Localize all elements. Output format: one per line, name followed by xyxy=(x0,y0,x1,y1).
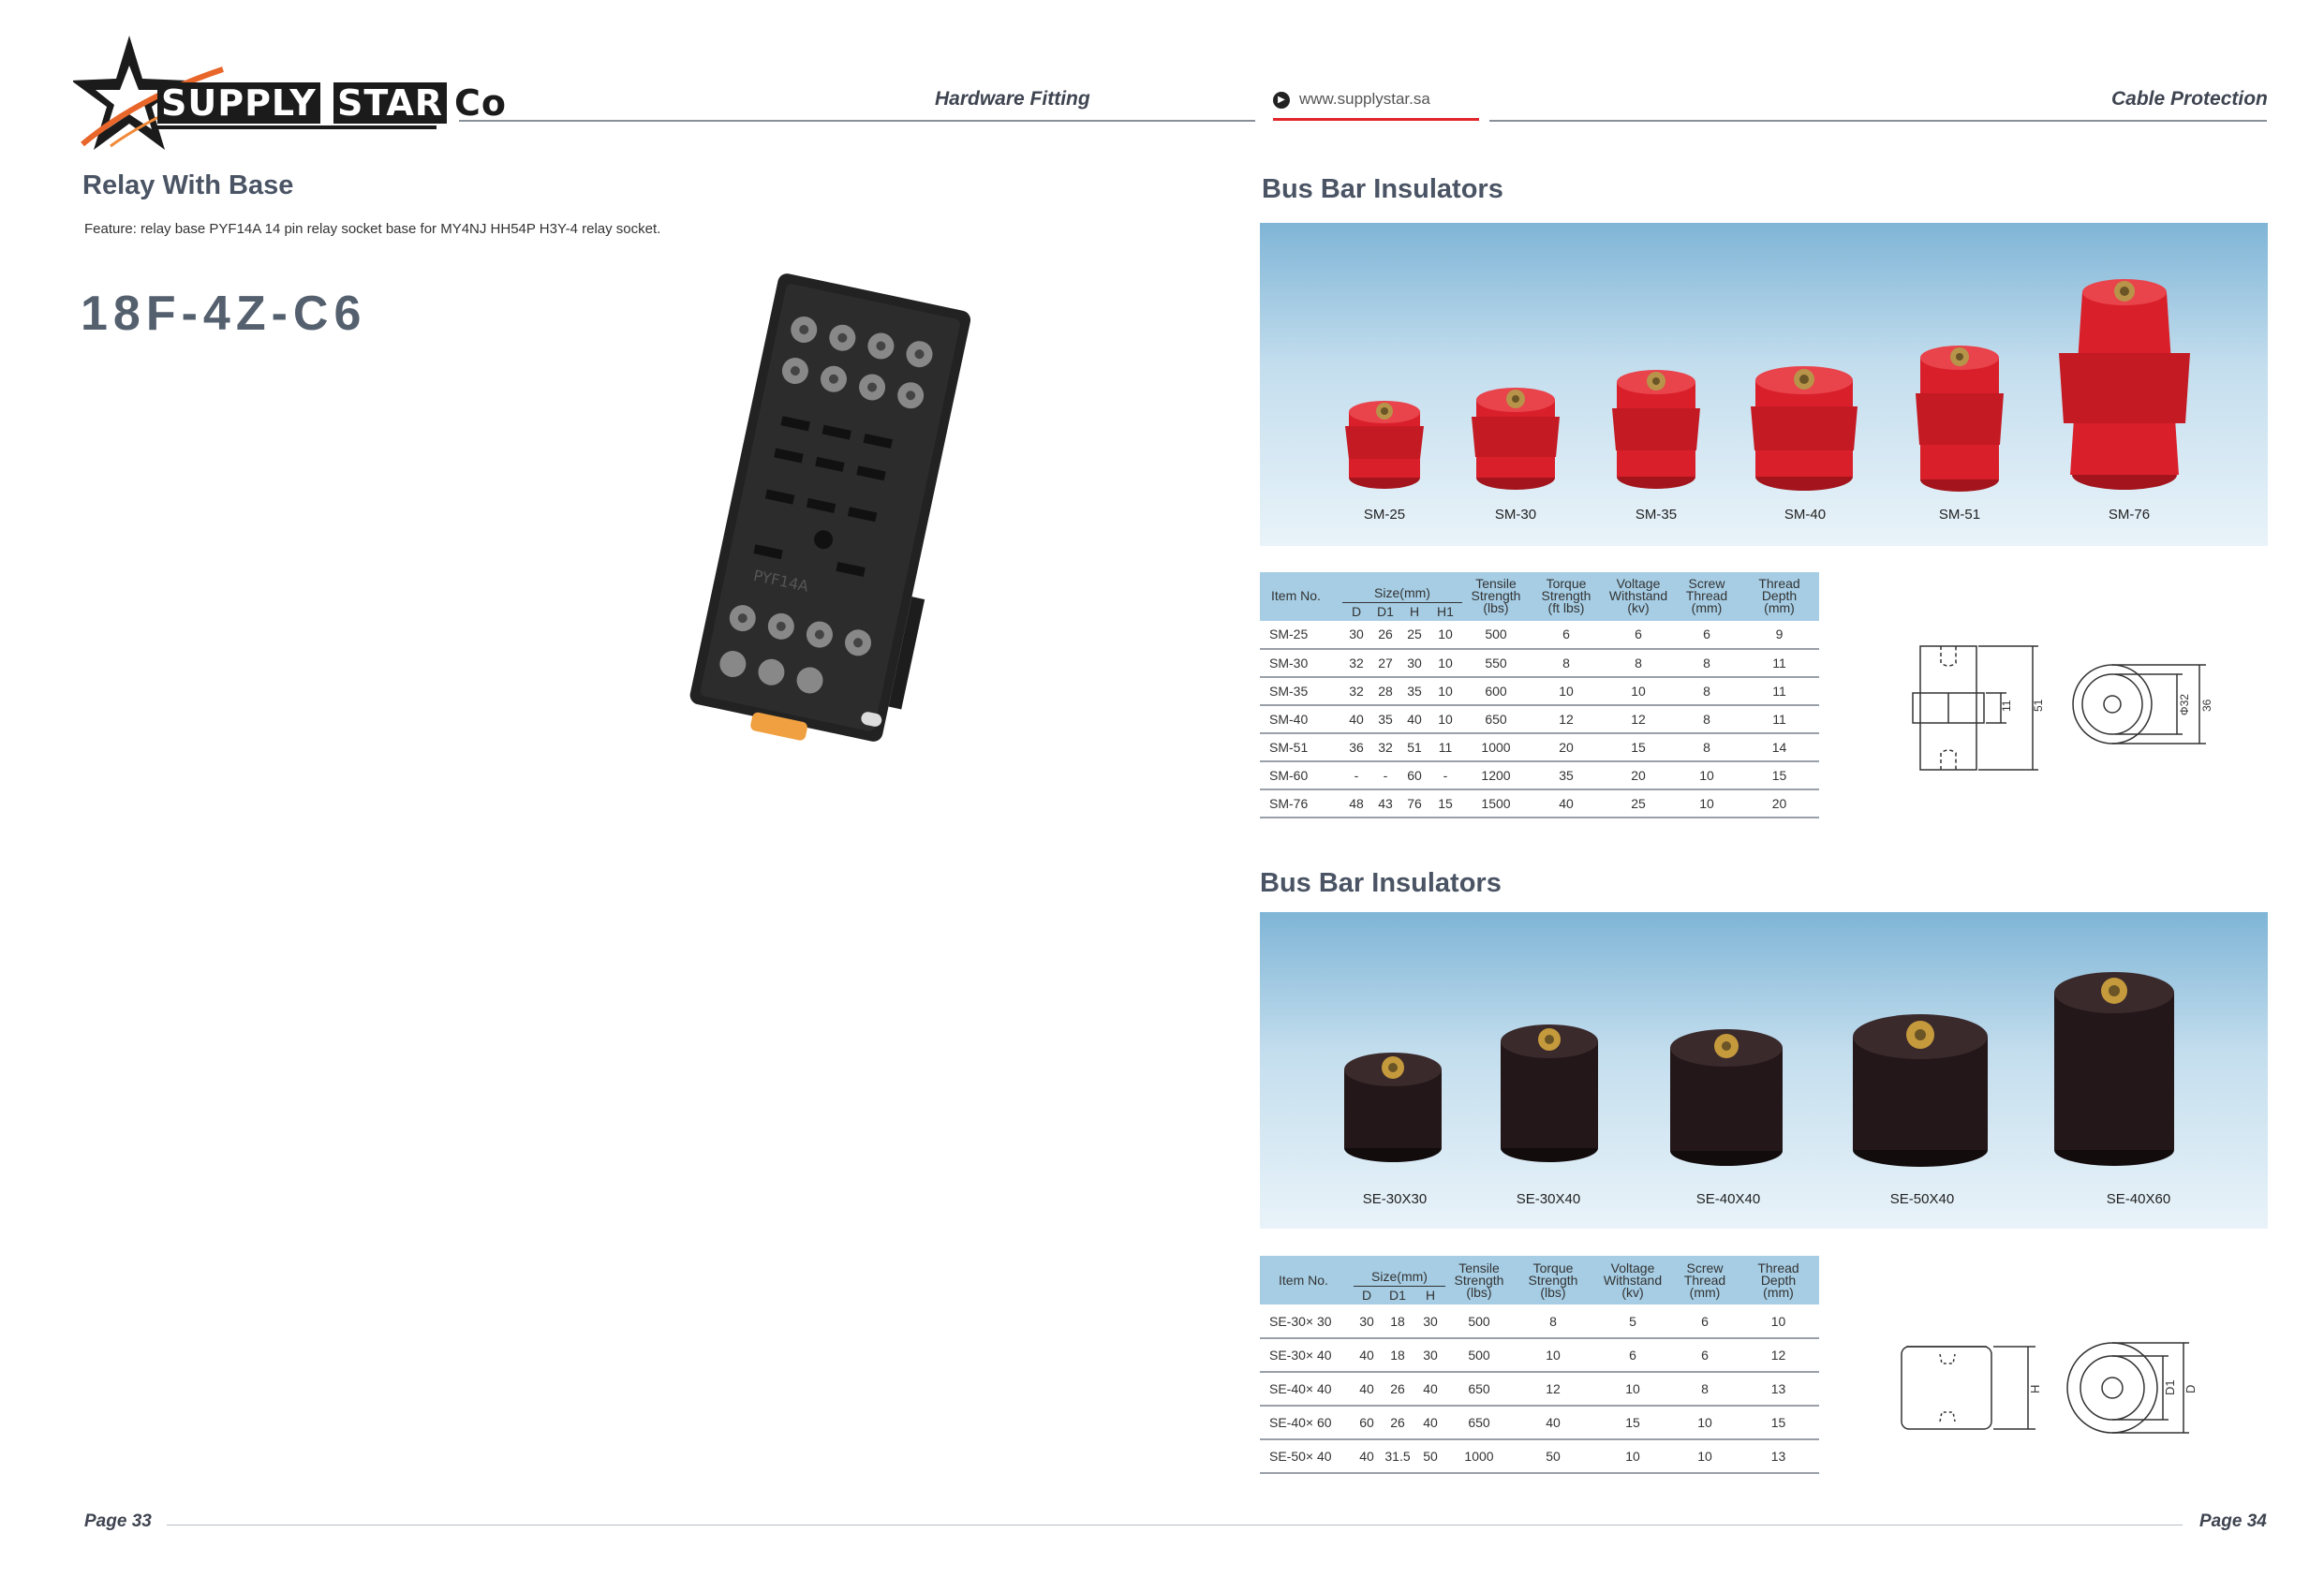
svg-text:D: D xyxy=(2183,1385,2197,1393)
header-size: Size(mm) xyxy=(1342,572,1462,603)
se30x30-insulator-image xyxy=(1344,1053,1442,1162)
model-number: 18F-4Z-C6 xyxy=(81,287,367,341)
product-label: SE-30X30 xyxy=(1362,1191,1428,1207)
header-item-no: Item No. xyxy=(1260,1256,1354,1304)
product-label: SE-40X60 xyxy=(2106,1191,2171,1207)
product-label: SM-30 xyxy=(1494,507,1537,523)
play-icon: ▶ xyxy=(1273,91,1290,109)
header-h1: H1 xyxy=(1428,602,1462,621)
url-underline xyxy=(1273,118,1479,121)
page-title: Relay With Base xyxy=(82,170,294,200)
header-h: H xyxy=(1415,1286,1445,1304)
product-label: SM-25 xyxy=(1363,507,1406,523)
product-label: SM-76 xyxy=(2108,507,2151,523)
feature-text: Feature: relay base PYF14A 14 pin relay … xyxy=(84,221,661,237)
header-section-left: Hardware Fitting xyxy=(935,88,1090,110)
product-label: SE-50X40 xyxy=(1889,1191,1955,1207)
se40x40-insulator-image xyxy=(1670,1029,1783,1166)
svg-text:H: H xyxy=(2028,1385,2042,1393)
svg-text:36: 36 xyxy=(2200,699,2211,712)
header-d1: D1 xyxy=(1370,602,1400,621)
svg-text:51: 51 xyxy=(2032,699,2045,712)
product-label: SE-40X40 xyxy=(1695,1191,1761,1207)
product-label: SM-51 xyxy=(1938,507,1981,523)
header-size: Size(mm) xyxy=(1354,1256,1445,1287)
website-link[interactable]: ▶www.supplystar.sa xyxy=(1273,90,1430,109)
svg-text:D1: D1 xyxy=(2163,1379,2177,1395)
header-d1: D1 xyxy=(1380,1286,1415,1304)
se-dimension-drawing: H D1 D xyxy=(1901,1342,2197,1434)
section2-product-banner: SE-30X30 SE-30X40 SE-40X40 SE-50X40 SE-4… xyxy=(1260,912,2268,1229)
product-label: SM-40 xyxy=(1784,507,1827,523)
section1-product-banner: SM-25 SM-30 SM-35 SM-40 SM-51 SM-76 xyxy=(1260,223,2268,546)
sm30-insulator-image xyxy=(1472,388,1560,490)
sm35-insulator-image xyxy=(1612,370,1700,489)
header-rule-left xyxy=(459,120,1255,122)
sm25-insulator-image xyxy=(1345,401,1424,489)
svg-text:11: 11 xyxy=(2000,700,2013,712)
sm51-insulator-image xyxy=(1916,346,2004,492)
header-h: H xyxy=(1400,602,1428,621)
product-label: SM-35 xyxy=(1635,507,1678,523)
page-number-right: Page 34 xyxy=(2199,1511,2267,1531)
sm76-insulator-image xyxy=(2059,279,2190,490)
header-d: D xyxy=(1354,1286,1380,1304)
header-d: D xyxy=(1342,602,1370,621)
sm40-insulator-image xyxy=(1751,366,1858,491)
se50x40-insulator-image xyxy=(1853,1014,1988,1167)
relay-socket-image: PYF14A xyxy=(656,272,1030,759)
page-number-left: Page 33 xyxy=(84,1511,152,1531)
header-section-right: Cable Protection xyxy=(2111,88,2268,110)
se30x40-insulator-image xyxy=(1501,1024,1598,1162)
sm-dimension-drawing: 11 51 Φ32 36 xyxy=(1912,645,2211,771)
header-item-no: Item No. xyxy=(1260,572,1342,621)
se40x60-insulator-image xyxy=(2054,972,2174,1166)
section2-title: Bus Bar Insulators xyxy=(1260,868,1502,898)
product-label: SE-30X40 xyxy=(1516,1191,1581,1207)
section1-title: Bus Bar Insulators xyxy=(1262,174,1503,204)
svg-text:Φ32: Φ32 xyxy=(2178,694,2191,715)
header-rule-right xyxy=(1489,120,2267,122)
